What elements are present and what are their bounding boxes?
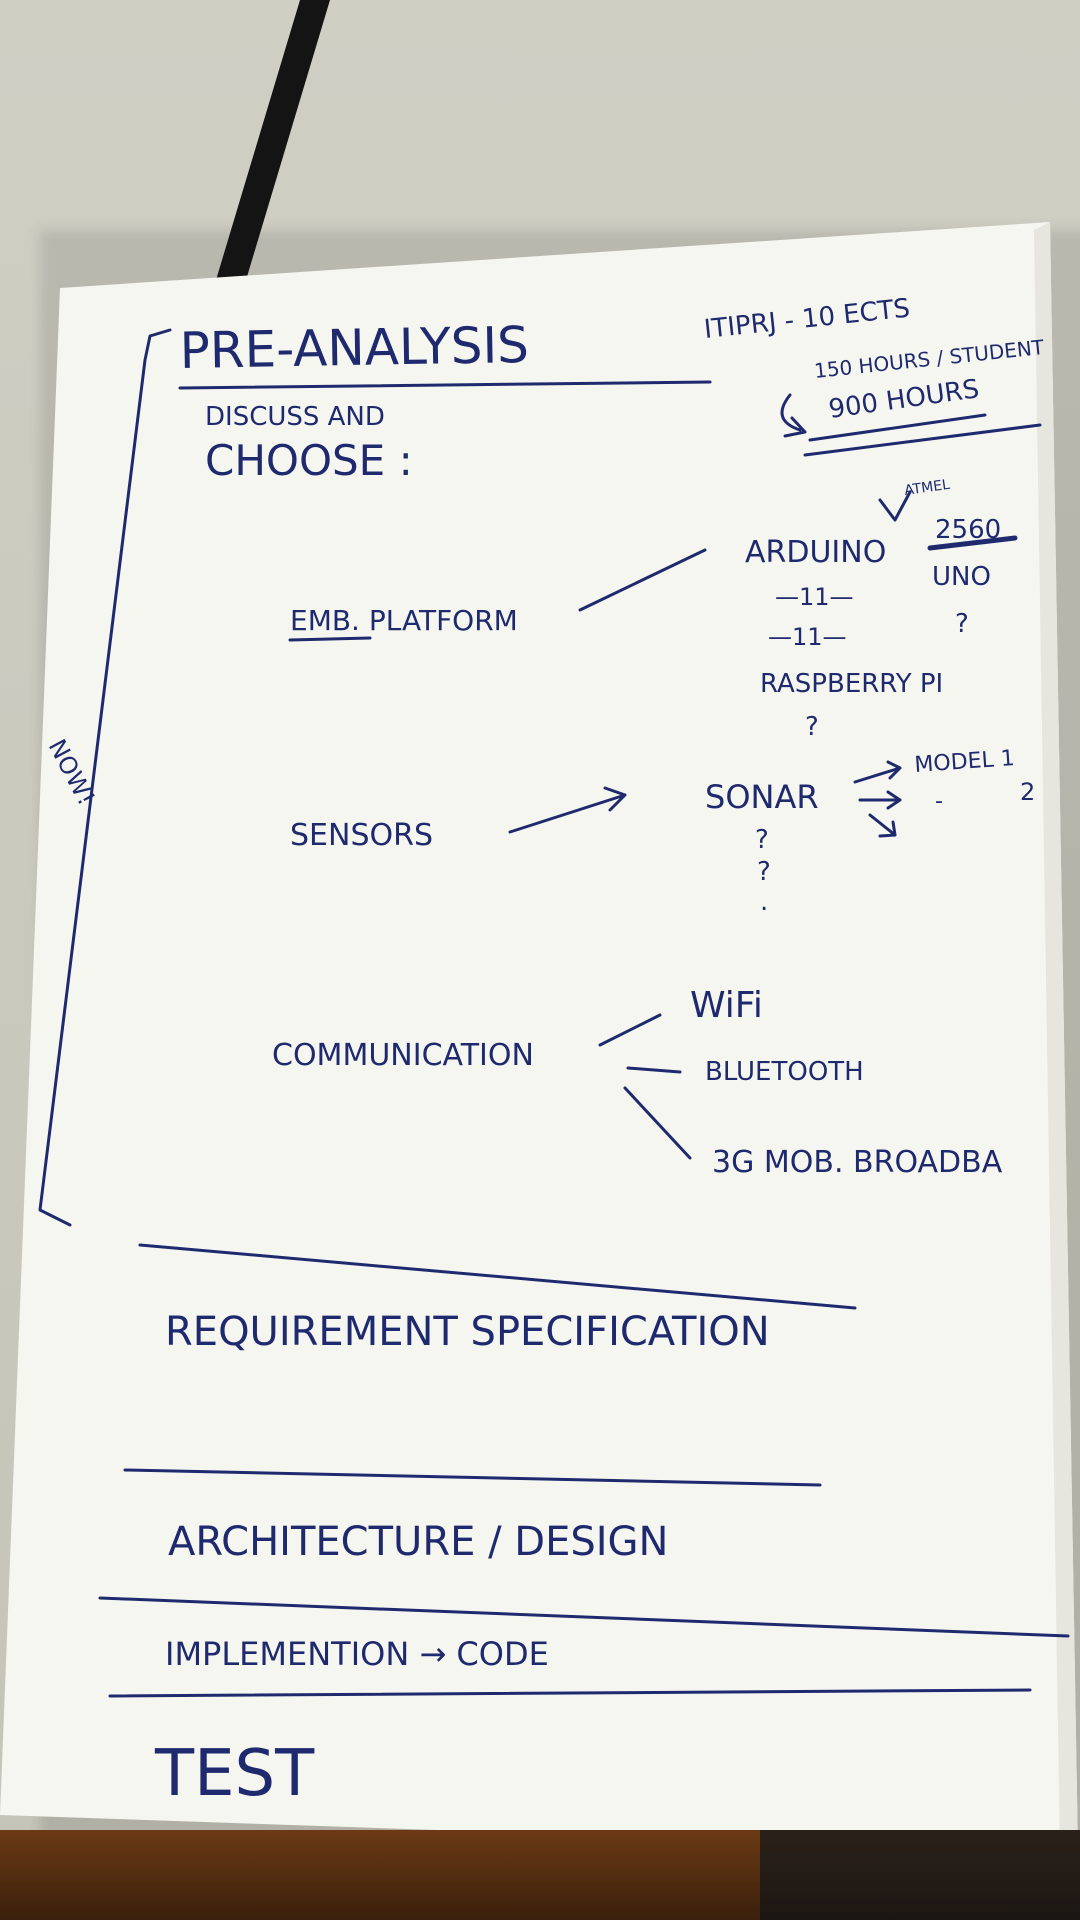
bracket-line: [38, 328, 172, 1227]
separator-3: [98, 1596, 1070, 1638]
bluetooth-text: BLUETOOTH: [705, 1057, 864, 1087]
model-dash: -: [935, 789, 943, 814]
ditto-2: —11—: [768, 623, 847, 651]
budget-underline-2: [803, 423, 1042, 457]
budget-arrow: [780, 393, 807, 438]
v2560-underline: [927, 535, 1018, 551]
desk-bottom-strip: [0, 1830, 1080, 1920]
communication-text: COMMUNICATION: [272, 1038, 534, 1073]
paper-edge-shade: [1034, 222, 1078, 1852]
mob-broadband-text: 3G MOB. BROADBA: [712, 1145, 1003, 1180]
atmel-tick: [878, 490, 912, 522]
title-underline: [178, 380, 712, 390]
sonar-arrows: [853, 760, 902, 838]
sonar-text: SONAR: [705, 778, 819, 816]
question-3: ?: [755, 825, 769, 855]
implementation-text: IMPLEMENTION → CODE: [165, 1635, 549, 1673]
question-2: ?: [805, 712, 819, 742]
atmel-text: ATMEL: [903, 477, 951, 499]
pen: [210, 0, 330, 300]
question-4: ?: [757, 857, 771, 887]
desk-bottom-orange: [0, 1830, 760, 1920]
budget-underline-1: [808, 413, 987, 442]
sensors-arrow: [508, 786, 627, 834]
paper-sheet: [0, 222, 1078, 1852]
requirement-text: REQUIREMENT SPECIFICATION: [165, 1309, 770, 1355]
comm-line-3: [623, 1086, 692, 1160]
emb-underline: [288, 636, 372, 642]
title-pre-analysis: PRE-ANALYSIS: [179, 316, 529, 380]
comm-line-2: [626, 1066, 682, 1074]
arduino-text: ARDUINO: [745, 535, 886, 570]
architecture-text: ARCHITECTURE / DESIGN: [168, 1519, 668, 1565]
model-2-text: 2: [1020, 778, 1035, 806]
dot-text: .: [760, 887, 768, 917]
test-text: TEST: [154, 1737, 315, 1811]
discuss-text: DISCUSS AND: [205, 402, 385, 432]
wifi-text: WiFi: [690, 985, 763, 1026]
ditto-1: —11—: [775, 583, 854, 611]
emb-arrow: [578, 548, 707, 612]
comm-line-1: [598, 1013, 662, 1047]
raspberry-text: RASPBERRY PI: [760, 669, 943, 699]
separator-2: [123, 1468, 822, 1487]
separator-1: [138, 1243, 857, 1310]
separator-4: [108, 1688, 1032, 1698]
choose-text: CHOOSE :: [205, 436, 413, 485]
uno-text: UNO: [932, 562, 991, 592]
question-1: ?: [955, 609, 969, 639]
emb-platform-text: EMB. PLATFORM: [290, 604, 518, 637]
sensors-text: SENSORS: [290, 818, 433, 853]
